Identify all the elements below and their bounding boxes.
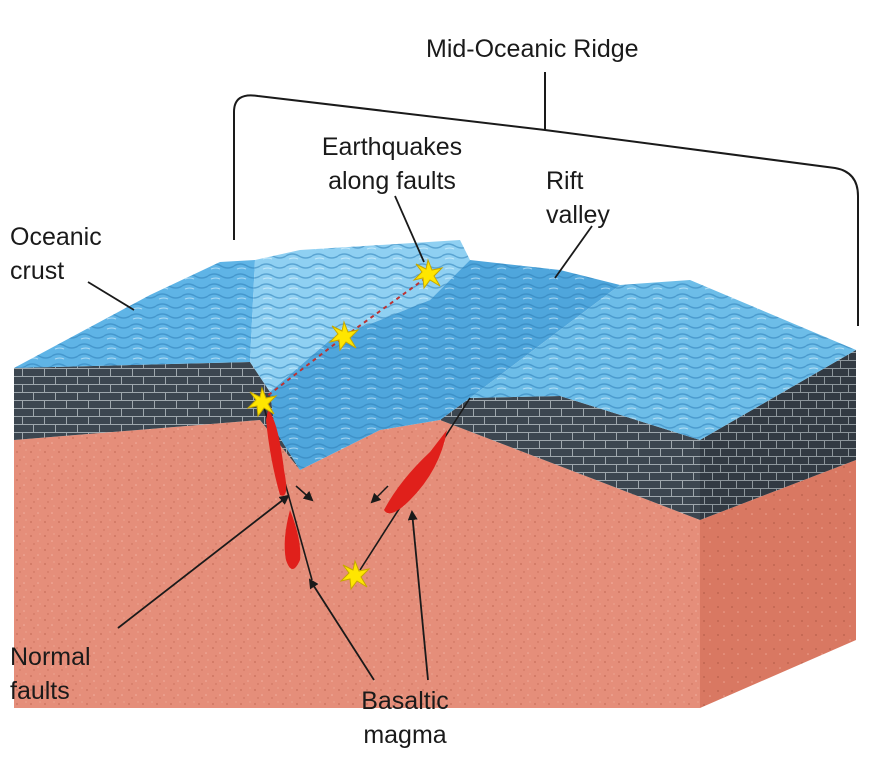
leader-normal-faults bbox=[117, 494, 290, 629]
arrow-icon bbox=[295, 485, 314, 502]
earthquake-star-icon bbox=[246, 386, 278, 418]
crust-front bbox=[14, 362, 700, 520]
earthquake-star-icon bbox=[328, 320, 360, 352]
label-crust-line1: Oceanic bbox=[10, 223, 102, 251]
label-rift-line1: Rift bbox=[546, 167, 584, 195]
label-oceanic-crust: Oceanic crust bbox=[10, 220, 102, 288]
label-normal-line1: Normal bbox=[10, 643, 91, 671]
label-earthquakes-line1: Earthquakes bbox=[321, 133, 463, 161]
label-magma-line2: magma bbox=[363, 721, 447, 749]
leader-magma-left bbox=[308, 578, 375, 681]
earthquake-star-icon bbox=[339, 559, 371, 591]
mantle-front bbox=[14, 420, 700, 708]
magma-blob-icon bbox=[266, 410, 287, 496]
label-mid-oceanic-ridge: Mid-Oceanic Ridge bbox=[426, 35, 639, 63]
arrow-icon bbox=[370, 485, 389, 504]
label-earthquakes-line2: along faults bbox=[328, 167, 456, 195]
label-rift-line2: valley bbox=[546, 201, 610, 229]
leader-crust bbox=[87, 281, 135, 311]
leader-rift bbox=[554, 225, 593, 279]
leader-magma-right bbox=[407, 510, 429, 681]
label-normal-line2: faults bbox=[10, 677, 70, 705]
label-normal-faults: Normal faults bbox=[10, 640, 91, 708]
crust-side bbox=[700, 350, 856, 520]
leader-earthquakes bbox=[394, 195, 425, 263]
label-basaltic-magma: Basaltic magma bbox=[340, 684, 470, 752]
label-rift-valley: Rift valley bbox=[546, 164, 610, 232]
label-crust-line2: crust bbox=[10, 257, 65, 285]
mantle-side bbox=[700, 460, 856, 708]
label-earthquakes: Earthquakes along faults bbox=[302, 130, 482, 198]
earthquake-star-icon bbox=[412, 258, 444, 290]
label-magma-line1: Basaltic bbox=[361, 687, 449, 715]
magma-blob-icon bbox=[284, 510, 301, 569]
magma-blob-icon bbox=[384, 430, 447, 514]
